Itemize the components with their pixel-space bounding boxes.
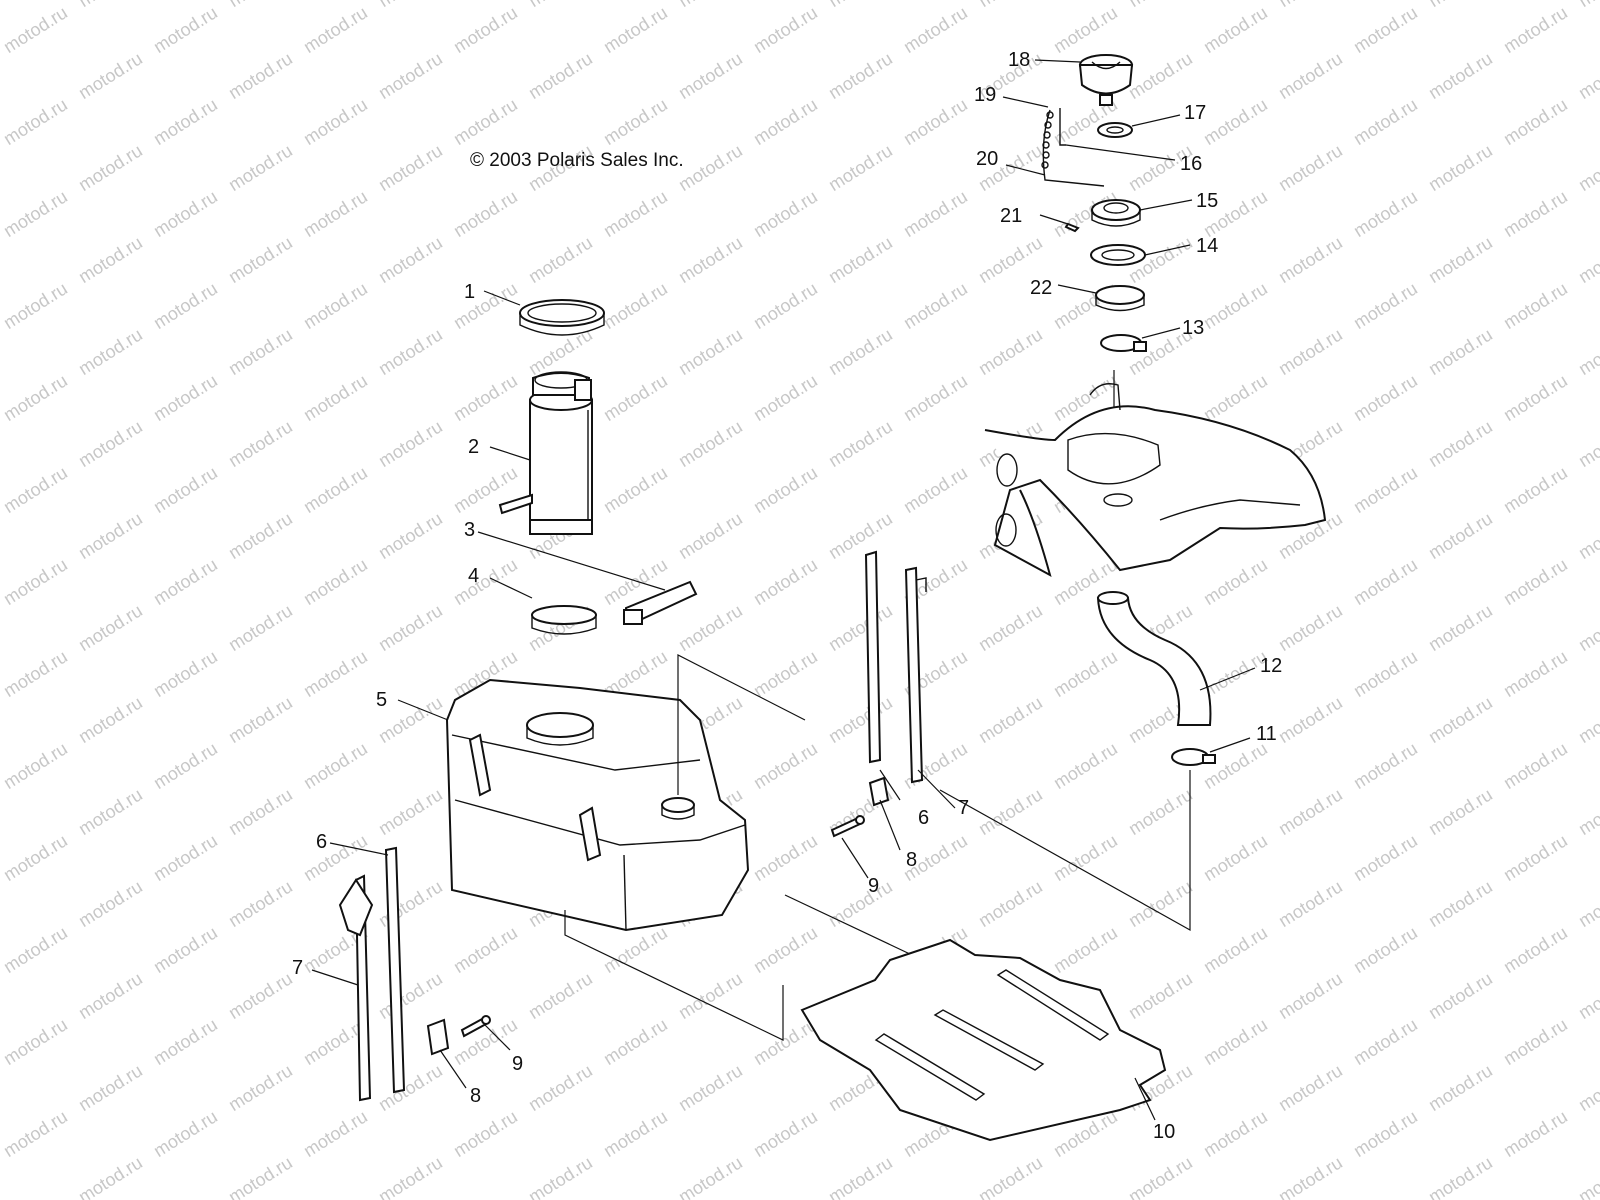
leader-20 bbox=[1005, 164, 1046, 176]
leader-17 bbox=[1131, 114, 1181, 127]
part-filler-neck bbox=[1095, 285, 1145, 312]
leader-4 bbox=[489, 577, 533, 599]
callout-8-left: 8 bbox=[470, 1085, 482, 1107]
callout-16: 16 bbox=[1180, 153, 1203, 175]
leader-11 bbox=[1209, 737, 1251, 753]
leader-3 bbox=[477, 531, 666, 591]
part-fuel-hose bbox=[1096, 591, 1212, 726]
part-hose-clamp-upper bbox=[1100, 334, 1147, 352]
part-tether bbox=[1041, 108, 1105, 187]
leader-9-left bbox=[484, 1024, 511, 1051]
part-floor-plate bbox=[800, 938, 1167, 1142]
part-cap-base bbox=[1091, 199, 1141, 227]
callout-11: 11 bbox=[1256, 723, 1277, 745]
leader-21 bbox=[1039, 214, 1069, 225]
callout-2: 2 bbox=[468, 436, 480, 458]
callout-12: 12 bbox=[1260, 655, 1283, 677]
part-clip-right bbox=[830, 776, 890, 838]
leader-6-right bbox=[879, 769, 901, 801]
callout-19: 19 bbox=[974, 84, 997, 106]
part-clip-left bbox=[426, 1015, 491, 1056]
part-strap-right bbox=[864, 550, 927, 784]
leader-7-right bbox=[917, 769, 956, 809]
leader-16 bbox=[1065, 144, 1176, 161]
callout-7-right: 7 bbox=[958, 797, 970, 819]
callout-17: 17 bbox=[1184, 102, 1207, 124]
leader-19 bbox=[1002, 96, 1049, 108]
callout-20: 20 bbox=[976, 148, 999, 170]
callout-5: 5 bbox=[376, 689, 388, 711]
leader-2 bbox=[489, 446, 531, 461]
callout-13: 13 bbox=[1182, 317, 1205, 339]
leader-8-left bbox=[439, 1049, 467, 1089]
copyright-notice: © 2003 Polaris Sales Inc. bbox=[470, 150, 684, 171]
leader-9-right bbox=[841, 837, 869, 879]
callout-6-left: 6 bbox=[316, 831, 328, 853]
leader-18 bbox=[1034, 59, 1081, 63]
callout-1: 1 bbox=[464, 281, 476, 303]
callout-15: 15 bbox=[1196, 190, 1219, 212]
callout-8-right: 8 bbox=[906, 849, 918, 871]
callout-6-right: 6 bbox=[918, 807, 930, 829]
callout-4: 4 bbox=[468, 565, 480, 587]
part-hose-clamp-lower bbox=[1171, 748, 1216, 766]
callout-9-left: 9 bbox=[512, 1053, 524, 1075]
callout-22: 22 bbox=[1030, 277, 1053, 299]
leader-13 bbox=[1141, 327, 1181, 339]
leader-1 bbox=[483, 290, 521, 306]
leader-14 bbox=[1144, 244, 1191, 256]
callout-7-left: 7 bbox=[292, 957, 304, 979]
part-lock-ring bbox=[519, 299, 605, 336]
part-fuel-tank bbox=[445, 678, 750, 932]
part-screw bbox=[1064, 222, 1080, 233]
leader-12 bbox=[1199, 667, 1256, 691]
callout-18: 18 bbox=[1008, 49, 1031, 71]
part-gasket bbox=[531, 605, 597, 635]
leader-10 bbox=[1134, 1077, 1156, 1121]
leader-7-left bbox=[311, 969, 359, 986]
vehicle-body bbox=[984, 383, 1327, 578]
part-washer bbox=[1097, 122, 1133, 138]
callout-10: 10 bbox=[1153, 1121, 1176, 1143]
part-bracket bbox=[623, 580, 698, 625]
part-strap-left bbox=[338, 846, 406, 1102]
part-fuel-pump bbox=[498, 371, 593, 535]
leader-22 bbox=[1057, 284, 1097, 294]
callout-3: 3 bbox=[464, 519, 476, 541]
leader-6-left bbox=[329, 842, 389, 856]
part-seal bbox=[1090, 244, 1146, 266]
part-gas-cap bbox=[1078, 54, 1134, 106]
leader-8-right bbox=[879, 799, 901, 851]
leader-15 bbox=[1139, 199, 1193, 211]
leader-5 bbox=[397, 699, 449, 721]
callout-9-right: 9 bbox=[868, 875, 880, 897]
callout-21: 21 bbox=[1000, 205, 1023, 227]
callout-14: 14 bbox=[1196, 235, 1219, 257]
